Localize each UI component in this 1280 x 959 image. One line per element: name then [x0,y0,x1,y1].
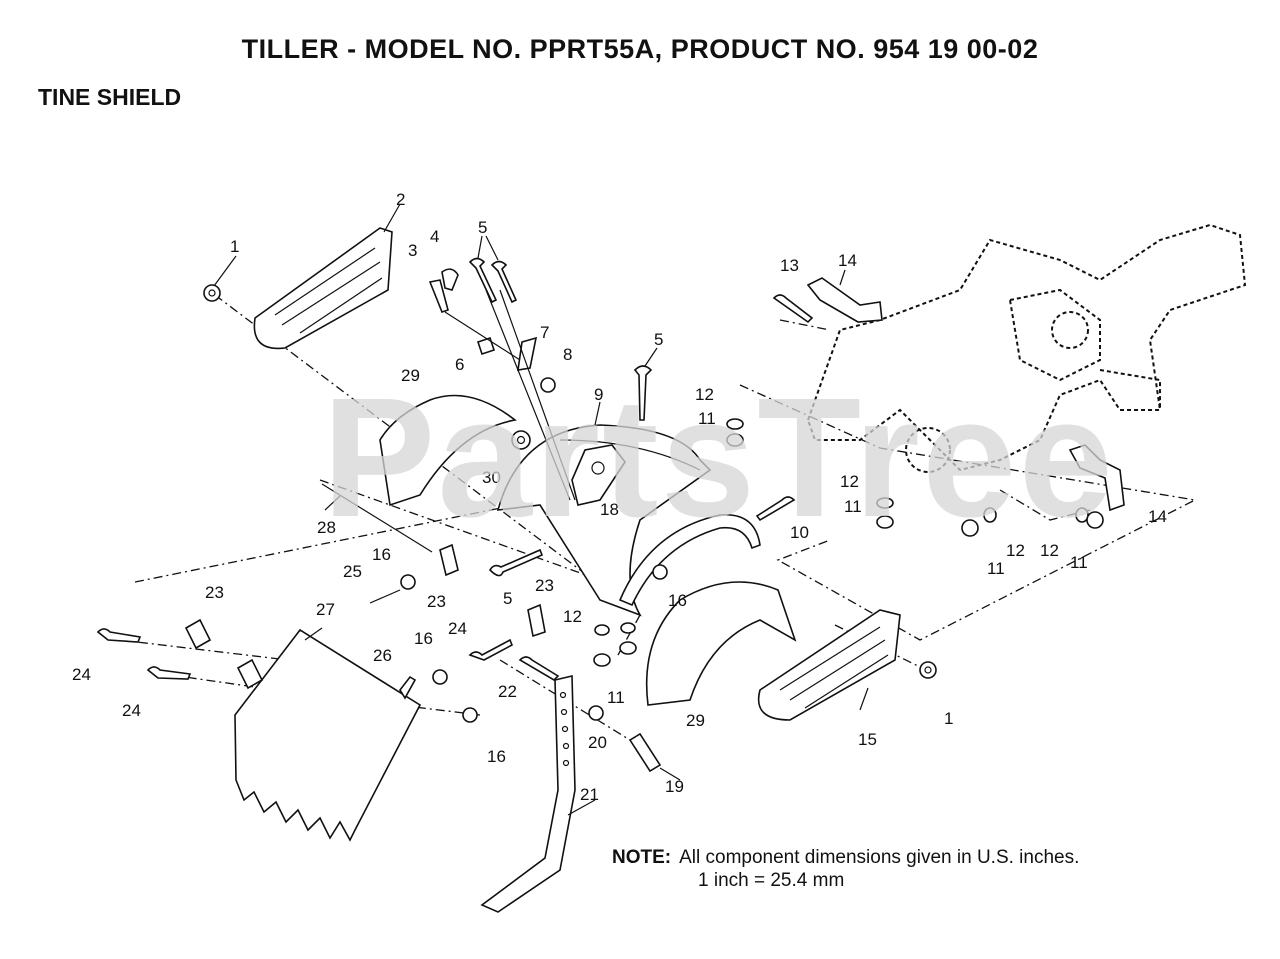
callout-16b: 16 [414,629,433,648]
callout-29b: 29 [686,711,705,730]
callout-12a: 12 [695,385,714,404]
callout-5a: 5 [478,218,487,237]
callout-20: 20 [588,733,607,752]
part-21-depth-bar [480,674,576,913]
part-14-bracket-top [806,277,883,323]
callout-9: 9 [594,385,603,404]
callout-29a: 29 [401,366,420,385]
callout-24b: 24 [122,701,141,720]
part-29-left-side-shield [379,394,517,507]
callout-16a: 16 [372,545,391,564]
callout-labels: 1 1 2 3 4 5 5 5 6 7 8 9 10 11 11 11 11 1… [72,190,1167,804]
part-strap [618,514,761,607]
section-title: TINE SHIELD [38,84,182,110]
callout-10: 10 [790,523,809,542]
part-15-right-skid [757,609,901,721]
callout-30: 30 [482,468,501,487]
callout-12b: 12 [840,472,859,491]
callout-16c: 16 [487,747,506,766]
callout-15: 15 [858,730,877,749]
callout-21: 21 [580,785,599,804]
part-14-bracket-right [1068,444,1125,512]
callout-18: 18 [600,500,619,519]
callout-1a: 1 [230,237,239,256]
callout-11e: 11 [607,688,625,707]
callout-12d: 12 [1040,541,1059,560]
tiller-frame [806,223,1247,473]
callout-23c: 23 [535,576,554,595]
callout-26: 26 [373,646,392,665]
callout-13: 13 [780,256,799,275]
callout-6: 6 [455,355,464,374]
callout-27: 27 [316,600,335,619]
callout-24c: 24 [448,619,467,638]
callout-2: 2 [396,190,405,209]
part-28-rod [321,483,433,553]
note-line-2: 1 inch = 25.4 mm [698,870,845,891]
callout-1b: 1 [944,709,953,728]
callout-19: 19 [665,777,684,796]
part-2-left-skid [253,227,393,350]
callout-4: 4 [430,227,439,246]
callout-8: 8 [563,345,572,364]
leader-lines [213,203,869,816]
callout-24a: 24 [72,665,91,684]
callout-16d: 16 [668,591,687,610]
callout-3: 3 [408,241,417,260]
callout-5b: 5 [654,330,663,349]
part-27-flap [234,628,422,842]
page-title: TILLER - MODEL NO. PPRT55A, PRODUCT NO. … [241,34,1039,64]
note-line-1: All component dimensions given in U.S. i… [679,847,1080,868]
callout-11d: 11 [1070,553,1088,572]
callout-11c: 11 [987,559,1005,578]
callout-14a: 14 [838,251,857,270]
callout-25: 25 [343,562,362,581]
callout-12c: 12 [1006,541,1025,560]
callout-14b: 14 [1148,507,1167,526]
callout-11a: 11 [698,409,716,428]
part-18-bracket [571,444,626,506]
part-29-right-side-shield [645,581,797,706]
callout-7: 7 [540,323,549,342]
hardware [96,257,1104,773]
callout-12e: 12 [563,607,582,626]
callout-11b: 11 [844,497,862,516]
callout-5c: 5 [503,589,512,608]
callout-23b: 23 [427,592,446,611]
note-label: NOTE: [612,847,672,868]
callout-28: 28 [317,518,336,537]
callout-23a: 23 [205,583,224,602]
callout-22: 22 [498,682,517,701]
dimension-note: NOTE: All component dimensions given in U… [612,846,1079,892]
